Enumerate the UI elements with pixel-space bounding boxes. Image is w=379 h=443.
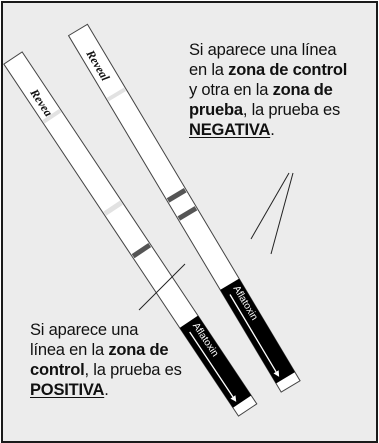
note-bold-text: zona de control: [228, 61, 348, 79]
faint-line: [103, 200, 123, 216]
note-text: en la: [189, 61, 229, 79]
callout-line-positive: [138, 263, 186, 311]
negative-result-label: NEGATIVA: [189, 121, 271, 139]
test-line: [177, 206, 198, 221]
note-text: y otra en la: [189, 81, 273, 99]
strip-label-band: [179, 315, 252, 408]
note-bold-text: prueba: [189, 101, 243, 119]
note-text: Si aparece una: [30, 321, 139, 339]
note-bold-text: zona de: [108, 341, 169, 359]
note-text: línea en la: [30, 341, 109, 359]
negative-result-note: Si aparece una línea en la zona de contr…: [189, 40, 376, 140]
strip-label-band: [220, 278, 295, 384]
note-text: .: [270, 121, 275, 139]
callout-line-negative-1: [250, 172, 290, 240]
note-text: , la prueba es: [84, 361, 182, 379]
flow-arrow-head: [273, 370, 280, 377]
strips-illustration: Reveal Aflatoxin Reveal Aflatoxin: [3, 23, 301, 417]
flow-arrow-shaft: [229, 294, 277, 373]
positive-result-note: Si aparece una línea en la zona de contr…: [30, 320, 220, 400]
faint-line: [42, 109, 62, 124]
note-text: .: [104, 381, 109, 399]
positive-result-label: POSITIVA: [30, 381, 105, 399]
flow-arrow-head: [230, 395, 237, 402]
note-bold-text: control: [30, 361, 85, 379]
note-text: Si aparece una línea: [189, 41, 337, 59]
note-text: , la prueba es: [242, 101, 340, 119]
faint-line: [106, 87, 127, 102]
control-line: [131, 242, 152, 259]
flow-arrow-shaft: [189, 331, 234, 398]
note-bold-text: zona de: [272, 81, 333, 99]
callout-line-negative-2: [270, 172, 294, 255]
control-line: [166, 188, 187, 203]
